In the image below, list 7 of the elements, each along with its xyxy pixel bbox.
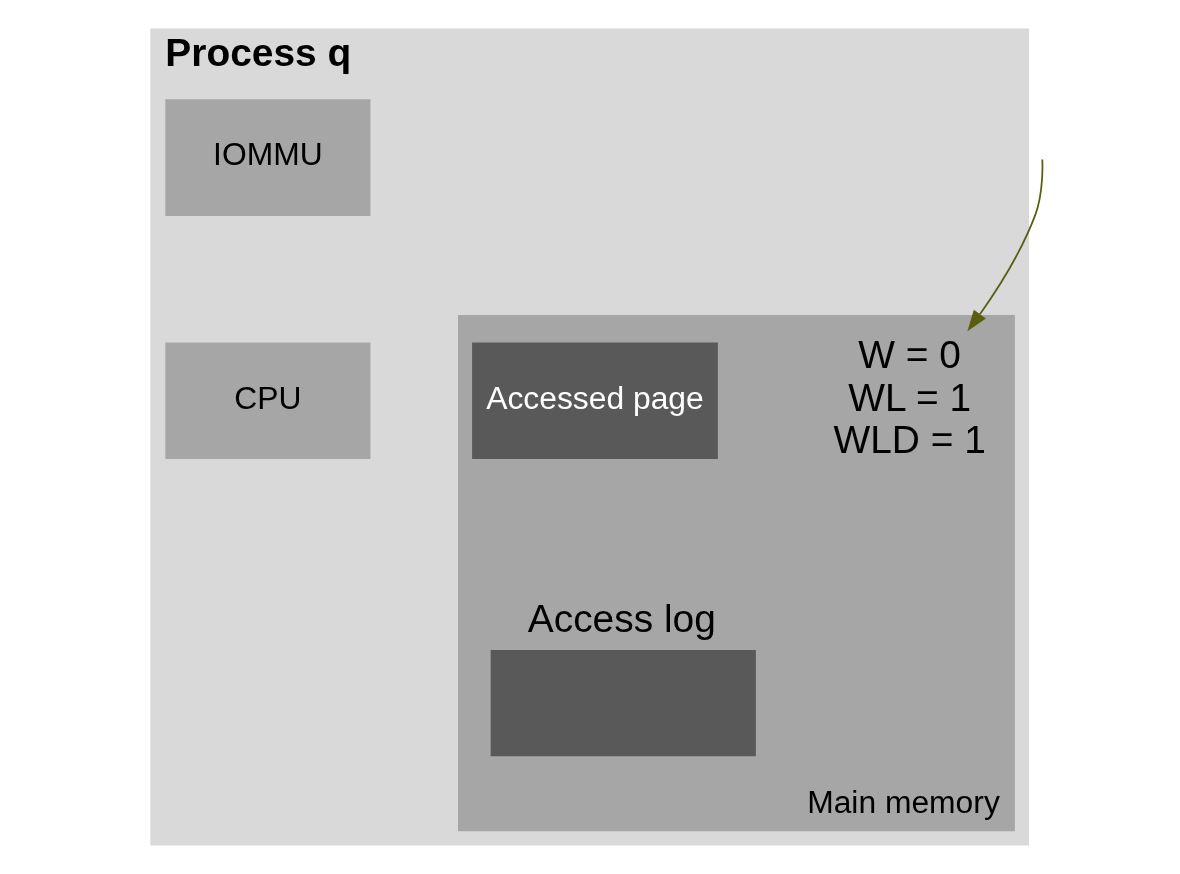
node-label: Access log [527, 596, 716, 640]
node-box [490, 650, 756, 757]
node-box: IOMMU [165, 99, 371, 216]
arrow [967, 158, 1044, 332]
node-box: Accessed page [472, 342, 718, 460]
node-box: CPU [165, 342, 371, 460]
node-text: W = 0 WL = 1 WLD = 1 [833, 333, 986, 462]
